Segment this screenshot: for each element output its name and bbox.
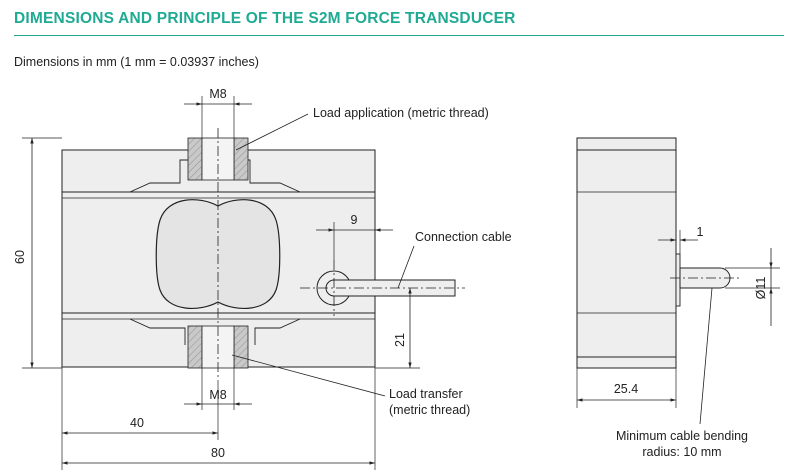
side-cable	[679, 267, 731, 289]
label-bending-radius: Minimum cable bending	[616, 429, 748, 443]
dim-height: 60	[13, 250, 27, 264]
dim-top-thread: M8	[209, 87, 226, 101]
dim-cable-diameter: Ø11	[754, 277, 768, 300]
label-load-transfer-thread: (metric thread)	[389, 403, 470, 417]
top-thread-hatch-right	[233, 137, 249, 181]
page-title: DIMENSIONS AND PRINCIPLE OF THE S2M FORC…	[14, 10, 516, 27]
label-load-transfer: Load transfer	[389, 387, 463, 401]
units-note: Dimensions in mm (1 mm = 0.03937 inches)	[14, 55, 259, 69]
top-thread-hatch-left	[187, 137, 203, 181]
label-load-application: Load application (metric thread)	[313, 106, 489, 120]
dim-cable-height: 21	[393, 333, 407, 347]
bottom-thread-hatch-left	[187, 325, 203, 369]
title-underline	[14, 35, 784, 36]
dim-half-width: 40	[130, 416, 144, 430]
side-cable-gland	[675, 253, 681, 307]
side-body	[576, 137, 677, 369]
dim-depth: 25.4	[614, 382, 638, 396]
side-view: 1 Ø11 25.4 Minimum cable bending radius:…	[576, 137, 780, 459]
dim-cable-protrusion: 1	[697, 225, 704, 239]
label-bending-radius-value: radius: 10 mm	[642, 445, 721, 459]
bottom-thread-hatch-right	[233, 325, 249, 369]
front-view: M8 M8 60 9 21 40 80 Load	[13, 87, 512, 470]
dim-width: 80	[211, 446, 225, 460]
dim-cable-offset: 9	[351, 213, 358, 227]
label-connection-cable: Connection cable	[415, 230, 512, 244]
